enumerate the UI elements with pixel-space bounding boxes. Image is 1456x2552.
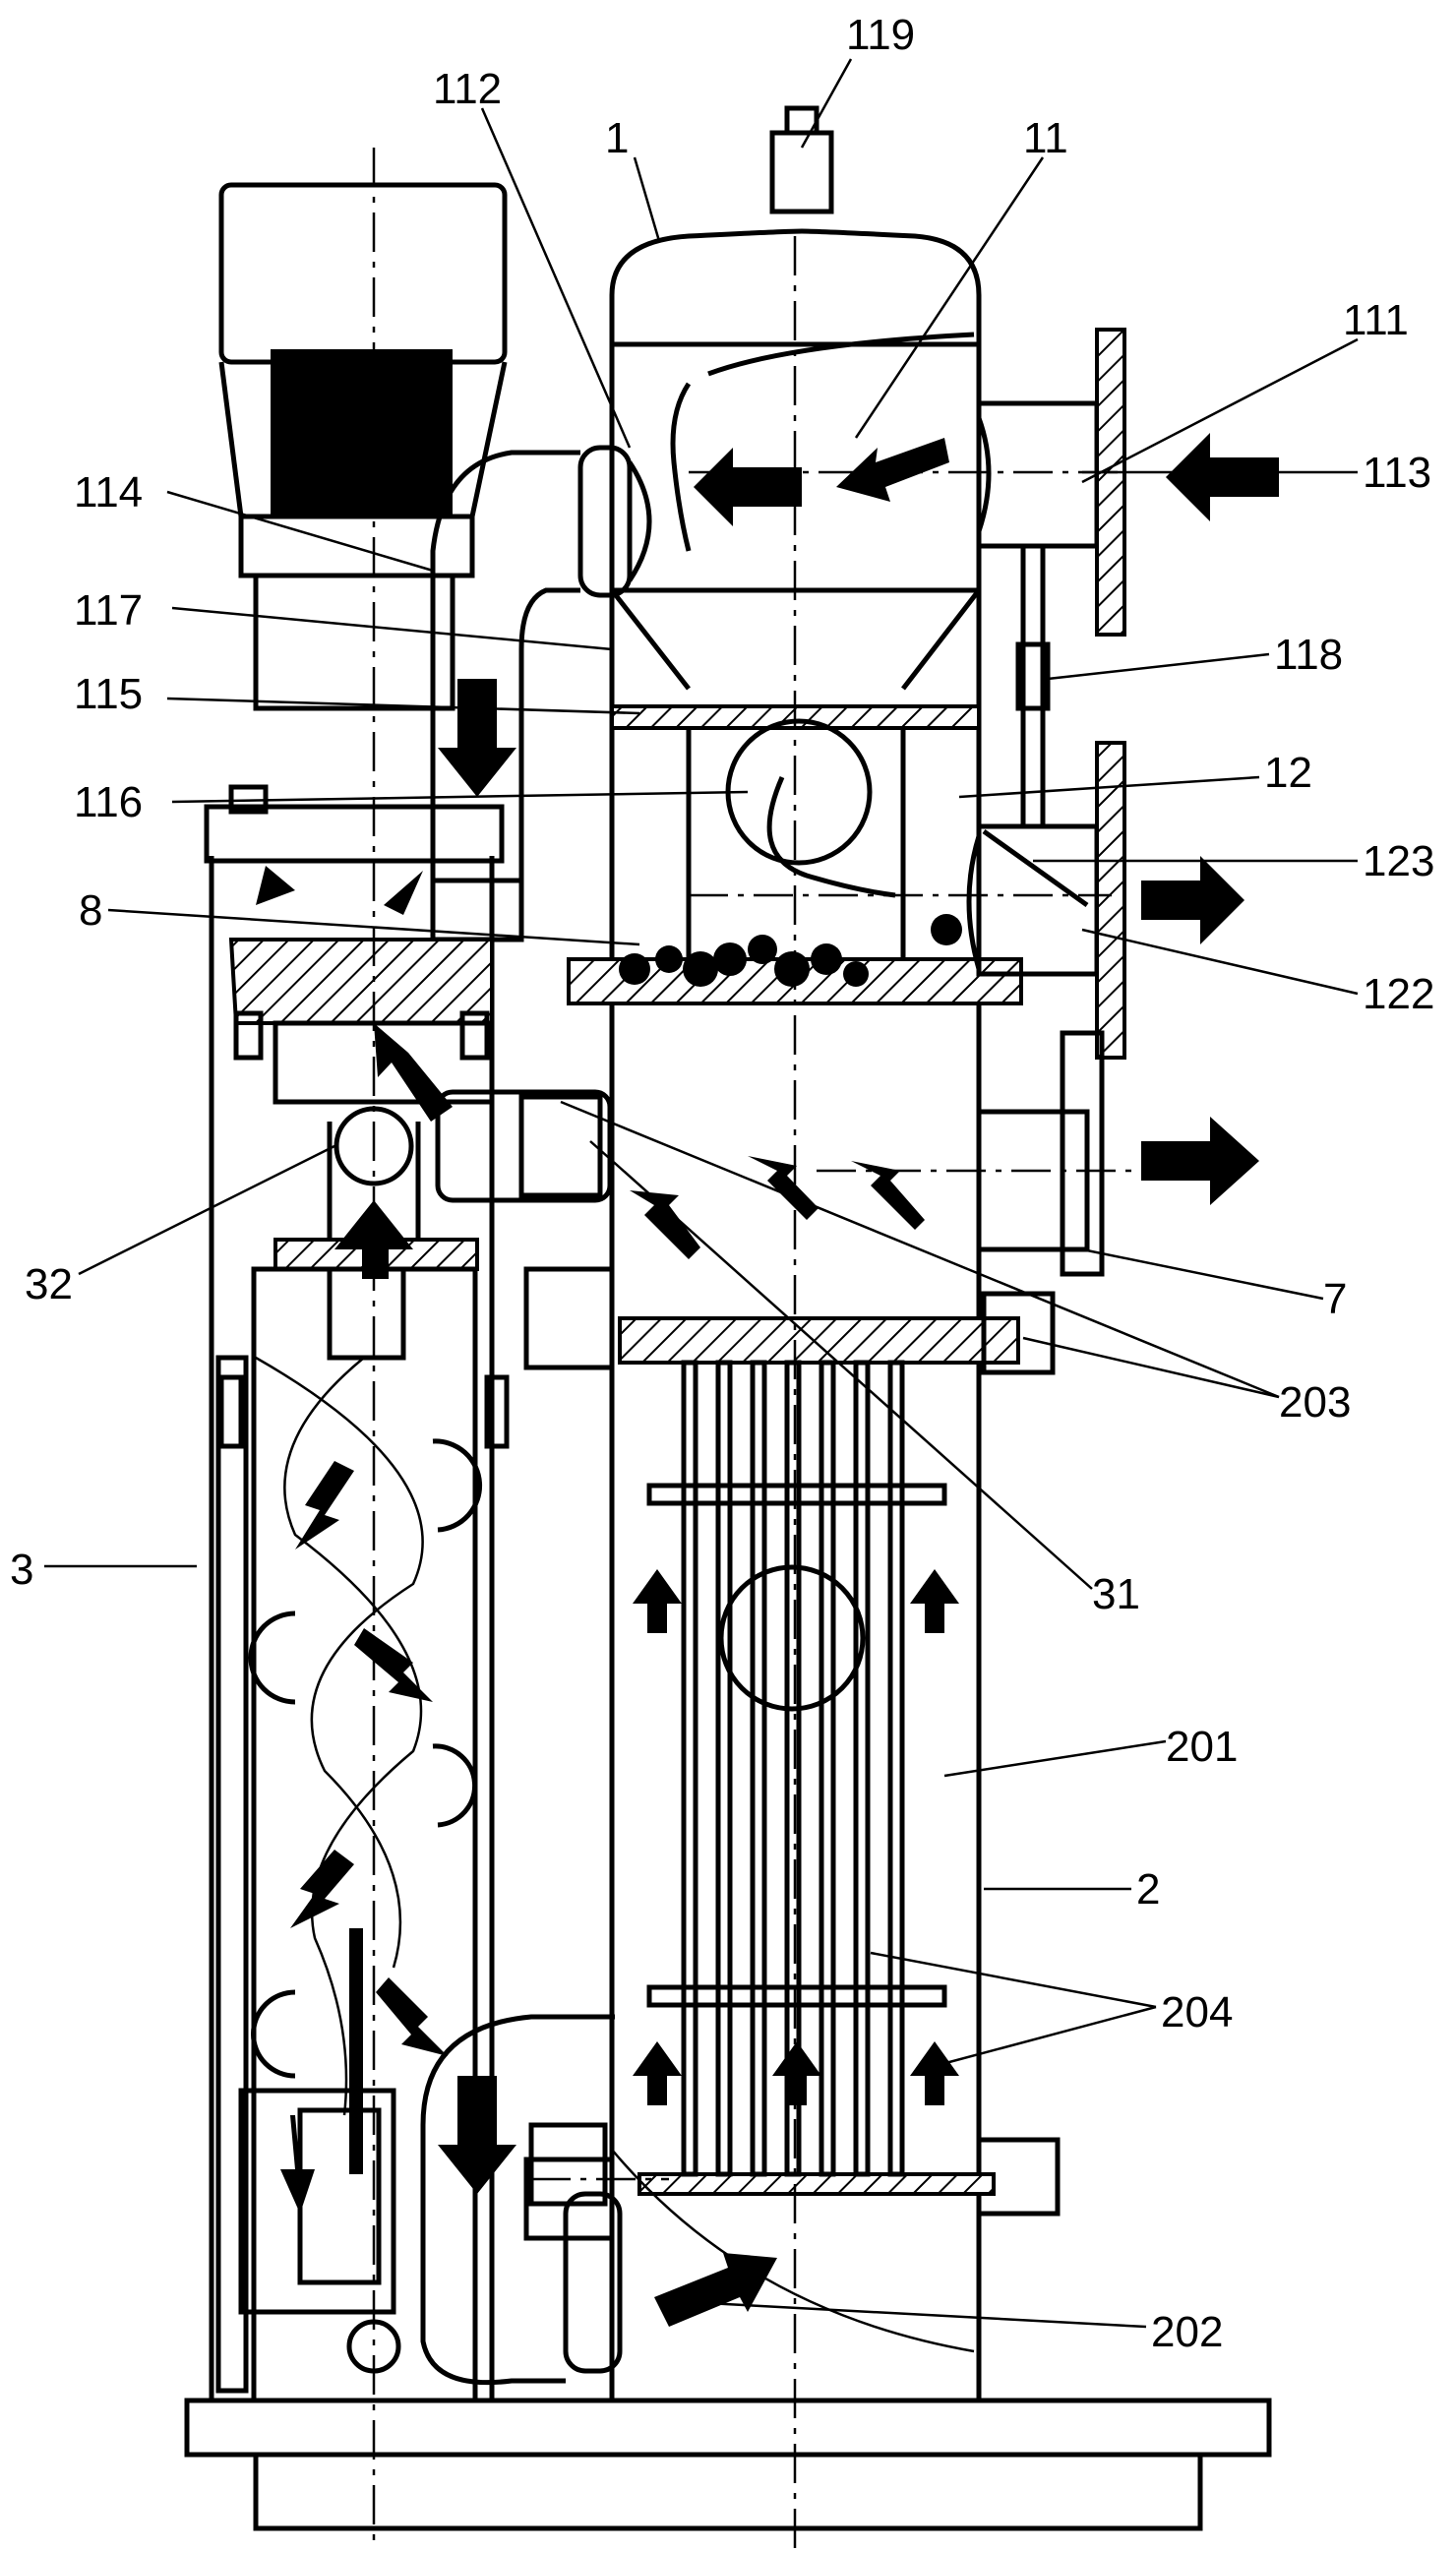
link-rod xyxy=(1015,546,1051,826)
label-202: 202 xyxy=(1151,2308,1223,2356)
label-112: 112 xyxy=(433,65,502,113)
middle-column xyxy=(435,1003,615,2400)
label-111: 111 xyxy=(1343,296,1409,344)
label-113: 113 xyxy=(1363,449,1431,497)
label-11: 11 xyxy=(1023,114,1068,162)
crossover-pipe xyxy=(430,445,652,942)
label-115: 115 xyxy=(74,670,143,718)
arrow-32 xyxy=(374,1023,453,1122)
balls xyxy=(619,914,962,987)
arrow-8b xyxy=(384,871,423,915)
arrow-up-204b xyxy=(910,2041,959,2105)
arrow-8a xyxy=(256,866,295,905)
arrow-11a xyxy=(836,438,949,502)
label-7: 7 xyxy=(1323,1275,1347,1323)
arrow-112 xyxy=(694,448,802,526)
label-114: 114 xyxy=(74,468,143,516)
arrow-31c xyxy=(851,1161,925,1230)
arrow-left-up2 xyxy=(354,1628,433,1702)
label-32: 32 xyxy=(25,1260,73,1308)
arrow-left-up3 xyxy=(290,1850,354,1928)
heat-exchanger-vessel xyxy=(184,1003,1272,2531)
label-204: 204 xyxy=(1161,1988,1233,2036)
inlet-nozzle xyxy=(976,328,1126,637)
arrow-31b xyxy=(748,1156,819,1220)
label-12: 12 xyxy=(1264,749,1312,797)
arrow-123 xyxy=(1141,856,1244,944)
leader-lines xyxy=(44,58,1359,2329)
outlet-nozzle xyxy=(966,741,1126,1060)
label-8: 8 xyxy=(79,886,102,935)
label-31: 31 xyxy=(1092,1570,1140,1618)
flow-arrows xyxy=(256,433,1279,2327)
arrow-left-up4 xyxy=(376,1977,448,2056)
tube-bundle xyxy=(681,1360,905,2177)
label-1: 1 xyxy=(605,114,629,162)
arrow-left-up1 xyxy=(295,1461,354,1549)
arrow-up-32 xyxy=(334,1200,413,1279)
label-2: 2 xyxy=(1136,1865,1160,1914)
arrow-up-204a xyxy=(633,2041,682,2105)
arrow-7 xyxy=(1141,1117,1259,1205)
motor xyxy=(218,182,508,711)
part-labels: 119 1 11 112 111 113 114 117 118 115 12 … xyxy=(10,11,1434,2356)
label-116: 116 xyxy=(74,778,143,826)
label-123: 123 xyxy=(1363,837,1434,885)
arrow-up-201a xyxy=(633,1569,682,1633)
arrow-left-down xyxy=(280,2115,315,2214)
arrow-down-114 xyxy=(438,679,516,797)
arrow-202 xyxy=(654,2253,777,2327)
arrow-31a xyxy=(630,1190,700,1259)
arrow-up-ex xyxy=(772,2041,821,2105)
label-3: 3 xyxy=(10,1546,33,1594)
arrow-113 xyxy=(1166,433,1279,521)
arrow-up-201b xyxy=(910,1569,959,1633)
arrow-down-lower xyxy=(438,2076,516,2194)
label-117: 117 xyxy=(74,586,143,635)
label-203: 203 xyxy=(1279,1378,1351,1427)
label-119: 119 xyxy=(846,11,915,59)
label-118: 118 xyxy=(1274,631,1343,679)
lower-pipe xyxy=(420,2014,623,2386)
label-201: 201 xyxy=(1166,1723,1238,1771)
label-122: 122 xyxy=(1363,970,1434,1018)
